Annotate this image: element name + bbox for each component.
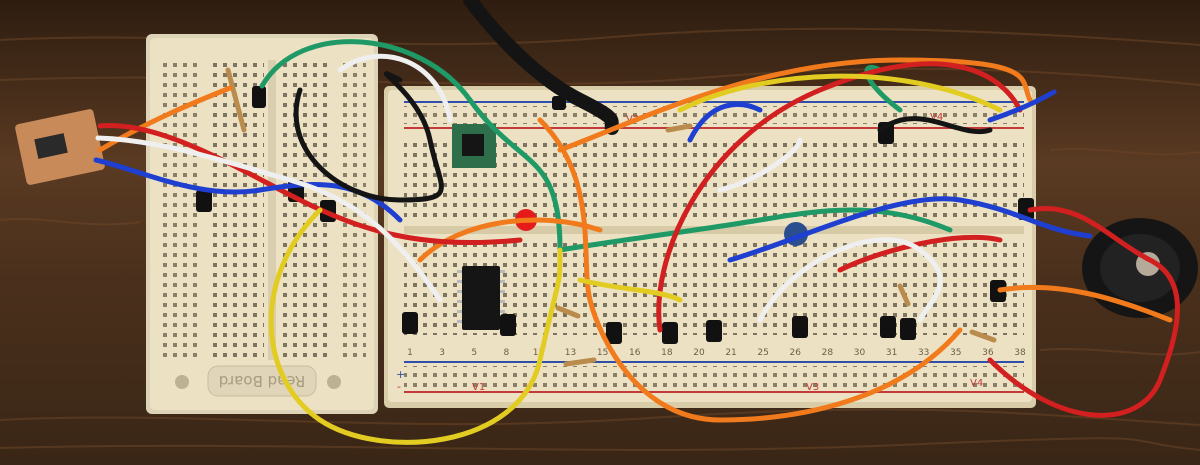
column-number: 26 <box>790 348 802 358</box>
column-number: 1 <box>407 348 413 358</box>
column-number: 31 <box>886 348 897 358</box>
wire-blue <box>687 102 763 143</box>
wire-white <box>757 237 943 323</box>
wire-blue <box>727 196 1093 263</box>
wire-blue <box>987 89 1057 123</box>
dip-ic-chip <box>462 266 500 330</box>
column-number: 5 <box>471 348 477 358</box>
module-chip <box>462 134 484 156</box>
column-number: 13 <box>565 348 576 358</box>
rail-plus-sign: + <box>396 368 405 381</box>
wire-red <box>656 61 1023 333</box>
components <box>15 67 1198 367</box>
wire-red <box>97 123 523 246</box>
wire-orange <box>417 217 603 263</box>
wire-orange <box>997 284 1173 323</box>
column-number: 35 <box>950 348 961 358</box>
rail-label-bottom-v3: V3 <box>806 382 819 393</box>
column-number: 25 <box>757 348 768 358</box>
wire-green <box>557 207 953 253</box>
column-number: 30 <box>854 348 866 358</box>
wire-yellow <box>577 277 683 303</box>
small-board-brand-label: Read Board <box>219 372 306 390</box>
wire-red <box>837 234 1003 273</box>
wire-white <box>95 135 443 303</box>
sensor-chip <box>34 133 68 159</box>
column-number: 18 <box>661 348 673 358</box>
column-number: 38 <box>1014 348 1026 358</box>
wire-black <box>293 71 444 203</box>
column-number: 11 <box>533 348 544 358</box>
wire-white <box>717 137 803 193</box>
rail-label-bottom-v4: V4 <box>970 378 983 389</box>
jumper-wires <box>93 0 1180 445</box>
column-number: 33 <box>918 348 929 358</box>
rail-label-top-v4: V4 <box>930 112 943 123</box>
speaker-disc <box>1082 218 1198 318</box>
column-number: 36 <box>982 348 994 358</box>
black-cable <box>463 0 619 135</box>
wire-yellow <box>268 207 563 445</box>
wire-orange <box>557 57 1033 153</box>
wire-white <box>337 53 453 123</box>
wire-yellow <box>677 73 1003 113</box>
wire-orange <box>537 117 963 423</box>
wire-red <box>987 206 1180 418</box>
wire-green <box>259 39 563 253</box>
resistors <box>225 67 997 367</box>
rail-label-bottom-v1: V1 <box>472 382 485 393</box>
rail-minus-sign: - <box>397 380 401 393</box>
column-number: 16 <box>629 348 641 358</box>
column-number: 15 <box>597 348 608 358</box>
column-number: 28 <box>822 348 834 358</box>
wire-black <box>877 116 993 135</box>
column-number: 8 <box>503 348 509 358</box>
column-number: 21 <box>725 348 736 358</box>
column-number: 20 <box>693 348 705 358</box>
column-number: 3 <box>439 348 445 358</box>
